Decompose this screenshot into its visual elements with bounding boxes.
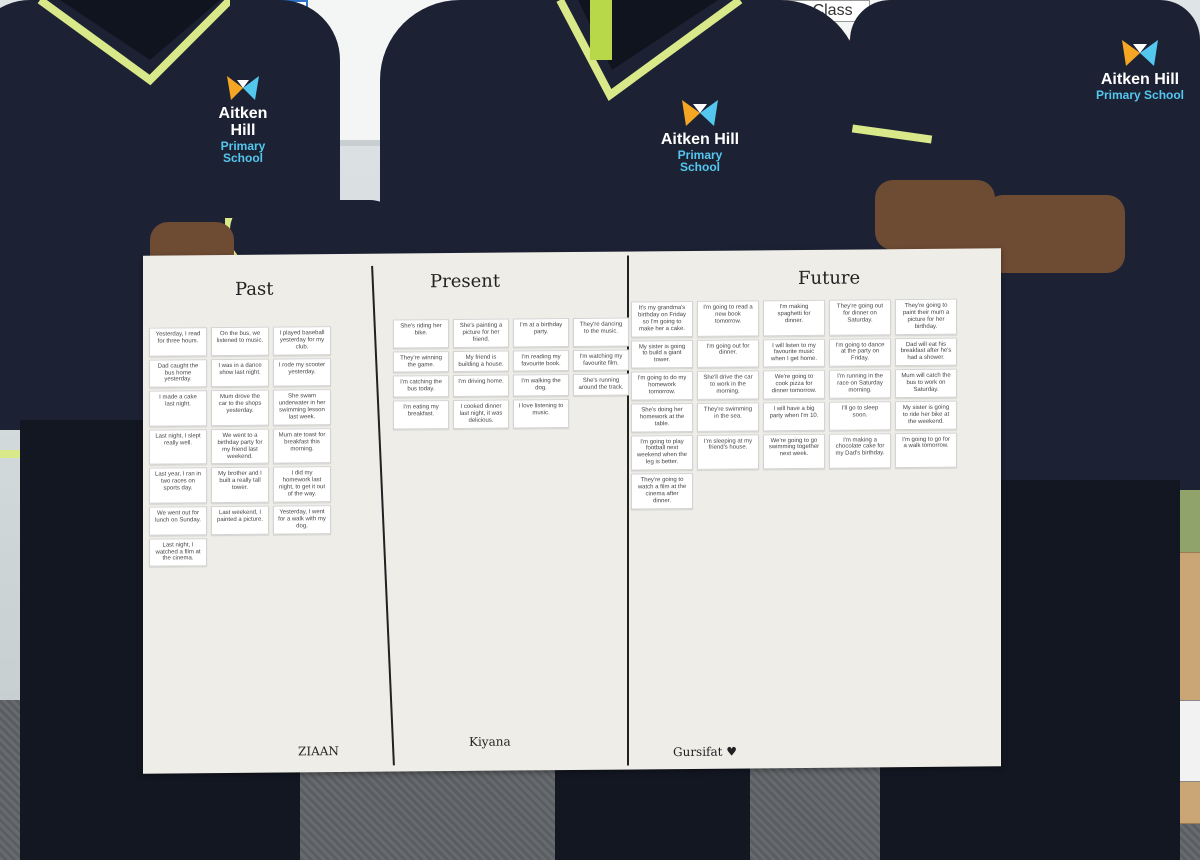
arm (875, 180, 995, 250)
sentence-card: I made a cake last night. (149, 390, 207, 427)
sentence-card: Last weekend, I painted a picture. (211, 505, 269, 535)
sentence-card: I'm making spaghetti for dinner. (763, 299, 825, 336)
sentence-card: I'm making a chocolate cake for my Dad's… (829, 432, 891, 469)
signature-past: ZIAAN (298, 744, 339, 759)
sentence-card: I did my homework last night, to get it … (273, 466, 331, 503)
sentence-card: I'm catching the bus today. (393, 375, 449, 398)
sentence-card: I'm going to play football next weekend … (631, 434, 693, 471)
sentence-card: I'm going to do my homework tomorrow. (631, 371, 693, 401)
past-card-area: Yesterday, I read for three hours.On the… (149, 326, 385, 568)
butterfly-icon (1122, 40, 1158, 66)
sentence-card: I'm running in the race on Saturday morn… (829, 369, 891, 399)
sentence-card: Last night, I slept really well. (149, 429, 207, 466)
sentence-card: They're winning the game. (393, 350, 449, 374)
sentence-card: Yesterday, I went for a walk with my dog… (273, 505, 331, 535)
sentence-card: I played baseball yesterday for my club. (273, 326, 331, 356)
school-logo: Aitken Hill Primary School (660, 96, 740, 174)
school-logo: Aitken Hill Primary School (208, 72, 278, 165)
trousers (555, 760, 750, 860)
sentence-card: I cooked dinner last night, it was delic… (453, 399, 509, 429)
sentence-card: I'm watching my favourite film. (573, 349, 629, 372)
sentence-card: My sister is going to ride her bike at t… (895, 400, 957, 430)
sentence-card: I'm walking the dog. (513, 374, 569, 397)
sentence-card: Mum will catch the bus to work on Saturd… (895, 368, 957, 399)
signature-present: Kiyana (469, 734, 511, 749)
sentence-card: I'm going to dance at the party on Frida… (829, 337, 891, 367)
sentence-card: I'm driving home. (453, 375, 509, 398)
sentence-card: Mum drove the car to the shops yesterday… (211, 389, 269, 427)
sentence-card: Last night, I watched a film at the cine… (149, 537, 207, 568)
butterfly-icon (682, 100, 718, 126)
sentence-card: Last year, I ran in two races on sports … (149, 467, 207, 504)
sentence-card: I'm going out for dinner. (697, 338, 759, 369)
sentence-card: I will listen to my favourite music when… (763, 338, 825, 368)
sentence-card: She's doing her homework at the table. (631, 402, 693, 433)
sentence-card: She's running around the track. (573, 373, 629, 397)
sentence-card: I'm eating my breakfast. (393, 400, 449, 430)
sentence-card: I rode my scooter yesterday. (273, 357, 331, 387)
heading-past: Past (235, 278, 274, 300)
signature-future: Gursifat ♥ (673, 744, 738, 760)
heading-present: Present (430, 270, 501, 293)
hand (985, 195, 1125, 273)
sentence-card: She's painting a picture for her friend. (453, 318, 509, 348)
butterfly-icon (227, 76, 259, 100)
sentence-card: We went to a birthday party for my frien… (211, 428, 269, 465)
v-neck-collar (556, 0, 743, 101)
sentence-card: We're going to go swimming together next… (763, 433, 825, 470)
sentence-card: Yesterday, I read for three hours. (149, 327, 207, 357)
sentence-card: I'm reading my favourite book. (513, 349, 569, 372)
sentence-card: I was in a dance show last night. (211, 358, 269, 388)
sentence-card: She swam underwater in her swimming less… (273, 389, 331, 426)
future-card-area: It's my grandma's birthday on Friday so … (631, 298, 991, 510)
sentence-card: I'm at a birthday party. (513, 318, 569, 348)
v-neck-collar (37, 0, 230, 86)
sentence-card: They're going to watch a film at the cin… (631, 473, 693, 510)
sentence-card: My brother and I built a really tall tow… (211, 467, 269, 504)
sentence-card: They're going to paint their mum a pictu… (895, 298, 957, 335)
sentence-card: My sister is going to build a giant towe… (631, 339, 693, 369)
sentence-card: My friend is building a house. (453, 350, 509, 373)
sentence-card: Dad will eat his breakfast after he's ha… (895, 337, 957, 367)
sentence-card: I love listening to music. (513, 399, 569, 429)
sentence-card: They're dancing to the music. (573, 317, 629, 347)
present-card-area: She's riding her bike.She's painting a p… (393, 317, 629, 430)
sentence-card: I'm going to read a new book tomorrow. (697, 300, 759, 337)
sentence-card: Dad caught the bus home yesterday. (149, 358, 207, 389)
sentence-card: I'm going to go for a walk tomorrow. (895, 432, 957, 469)
sentence-card: I'll go to sleep soon. (829, 401, 891, 431)
heading-future: Future (798, 267, 861, 290)
school-logo: Aitken Hill Primary School (1090, 36, 1190, 101)
sentence-card: It's my grandma's birthday on Friday so … (631, 300, 693, 338)
sentence-card: Mum ate toast for breakfast this morning… (273, 428, 331, 465)
sentence-card: I'm sleeping at my friend's house. (697, 433, 759, 471)
tense-sorting-poster: Past Present Future Yesterday, I read fo… (143, 248, 1001, 774)
sentence-card: We're going to cook pizza for dinner tom… (763, 370, 825, 400)
sentence-card: She'll drive the car to work in the morn… (697, 370, 759, 400)
sentence-card: They're going out for dinner on Saturday… (829, 299, 891, 336)
sentence-card: We went out for lunch on Sunday. (149, 506, 207, 536)
sentence-card: On the bus, we listened to music. (211, 326, 269, 356)
sentence-card: They're swimming in the sea. (697, 402, 759, 432)
sentence-card: She's riding her bike. (393, 319, 449, 349)
sentence-card: I will have a big party when I'm 10. (763, 401, 825, 431)
